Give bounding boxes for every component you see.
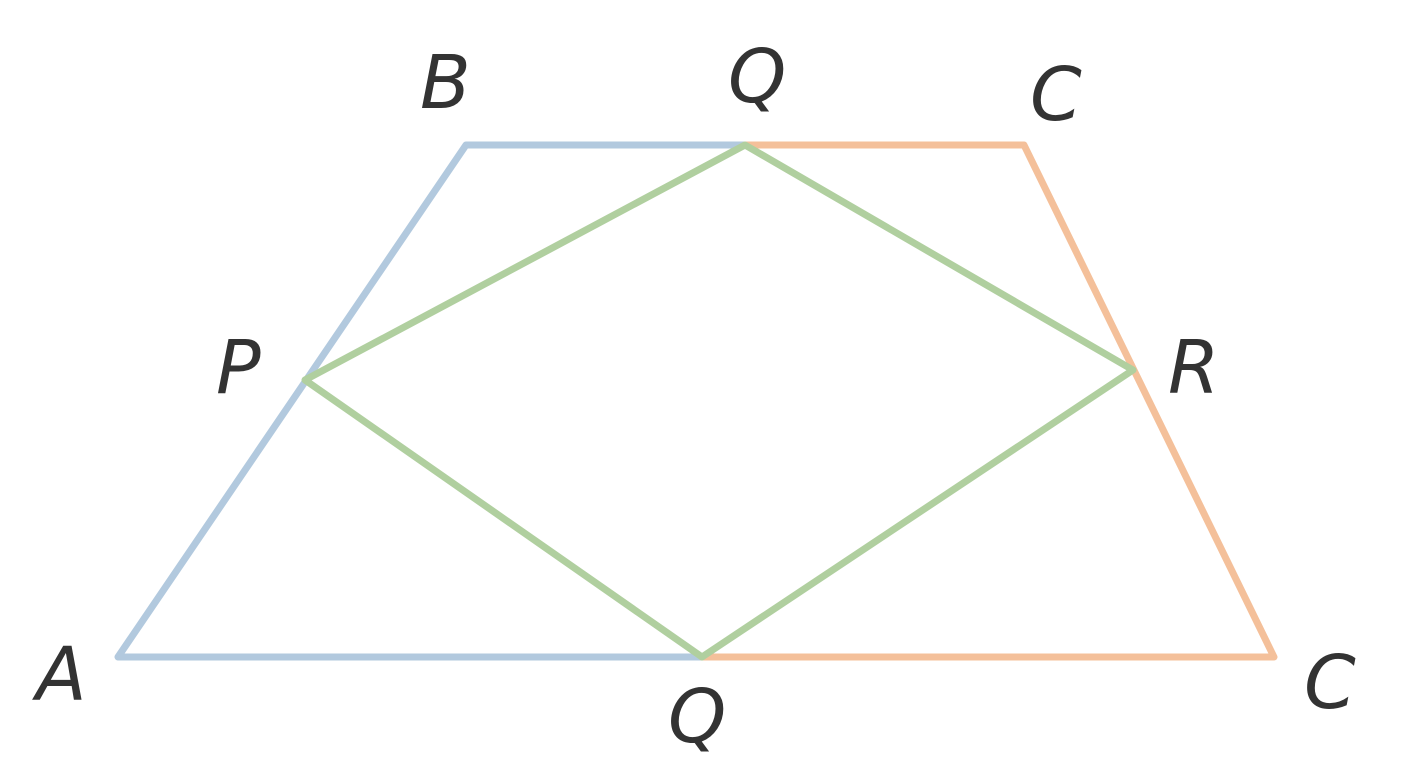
inscribed-quadrilateral: [301, 141, 1137, 661]
label-Q-top: Q: [728, 34, 786, 120]
label-P: P: [216, 325, 261, 411]
blue-segment-path: [114, 141, 749, 661]
label-C-top: C: [1030, 52, 1082, 138]
orange-segment-path: [698, 141, 1278, 661]
label-A: A: [32, 632, 87, 718]
label-R: R: [1168, 325, 1219, 411]
label-C-bottom: C: [1304, 640, 1356, 726]
label-Q-bottom: Q: [668, 674, 726, 760]
label-B: B: [420, 40, 471, 126]
